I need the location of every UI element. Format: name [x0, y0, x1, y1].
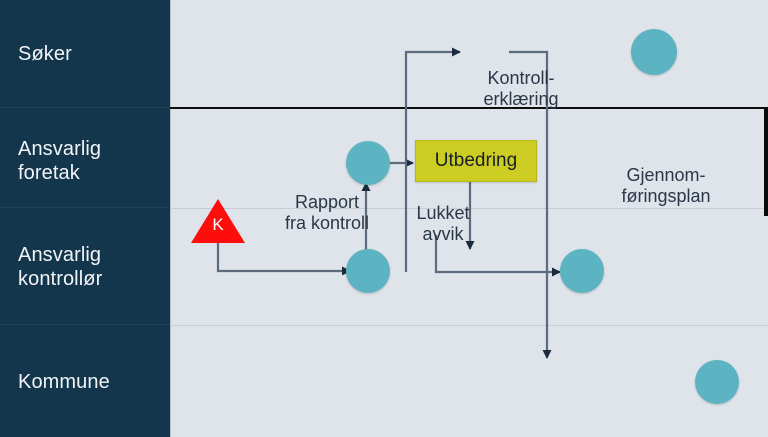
canvas-left-edge [170, 0, 171, 437]
label-lukket-avvik: Lukket avvik [416, 203, 470, 244]
task-utbedring-label: Utbedring [434, 150, 518, 171]
swimlane-label-ansvarlig-foretak: Ansvarlig foretak [18, 138, 102, 184]
lane-separator-2 [0, 207, 170, 208]
connector-lukket-avvik [434, 235, 561, 277]
node-kommune-mottak[interactable] [695, 360, 739, 404]
triangle-icon [191, 199, 245, 243]
label-gjennomforingsplan: Gjennom- føringsplan [621, 165, 711, 206]
node-lukket-avvik[interactable] [560, 249, 604, 293]
swimlane-label-soker: Søker [18, 43, 72, 65]
label-kontrollerklaering: Kontroll- erklæring [483, 68, 559, 109]
flow-connectors [216, 47, 561, 359]
connector-gjennomforingsplan [509, 50, 552, 359]
connector-kontrollerklaering [404, 47, 461, 272]
node-kontrollerklaering[interactable] [631, 29, 677, 75]
diagram-canvas: Utbedring K Rapport fra kontroll Lukket … [170, 0, 768, 437]
label-rapport-fra-kontroll: Rapport fra kontroll [284, 192, 370, 233]
right-edge-bracket [764, 108, 768, 216]
connector-k-to-kontroll [216, 243, 351, 276]
node-kontroll-utfort[interactable] [346, 249, 390, 293]
lane-separator-1 [0, 107, 170, 108]
kontroll-marker-label: K [212, 215, 224, 234]
swimlane-label-kommune: Kommune [18, 371, 110, 393]
lane-separator-3 [0, 324, 170, 325]
task-utbedring[interactable]: Utbedring [415, 140, 537, 182]
canvas-divider-soker-foretak [170, 107, 768, 109]
swimlane-label-column: Søker Ansvarlig foretak Ansvarlig kontro… [0, 0, 170, 437]
canvas-divider-kontrollor-kommune [170, 325, 768, 326]
node-rapport-mottatt[interactable] [346, 141, 390, 185]
kontroll-marker[interactable]: K [191, 199, 245, 243]
swimlane-label-ansvarlig-kontrollor: Ansvarlig kontrollør [18, 244, 103, 290]
